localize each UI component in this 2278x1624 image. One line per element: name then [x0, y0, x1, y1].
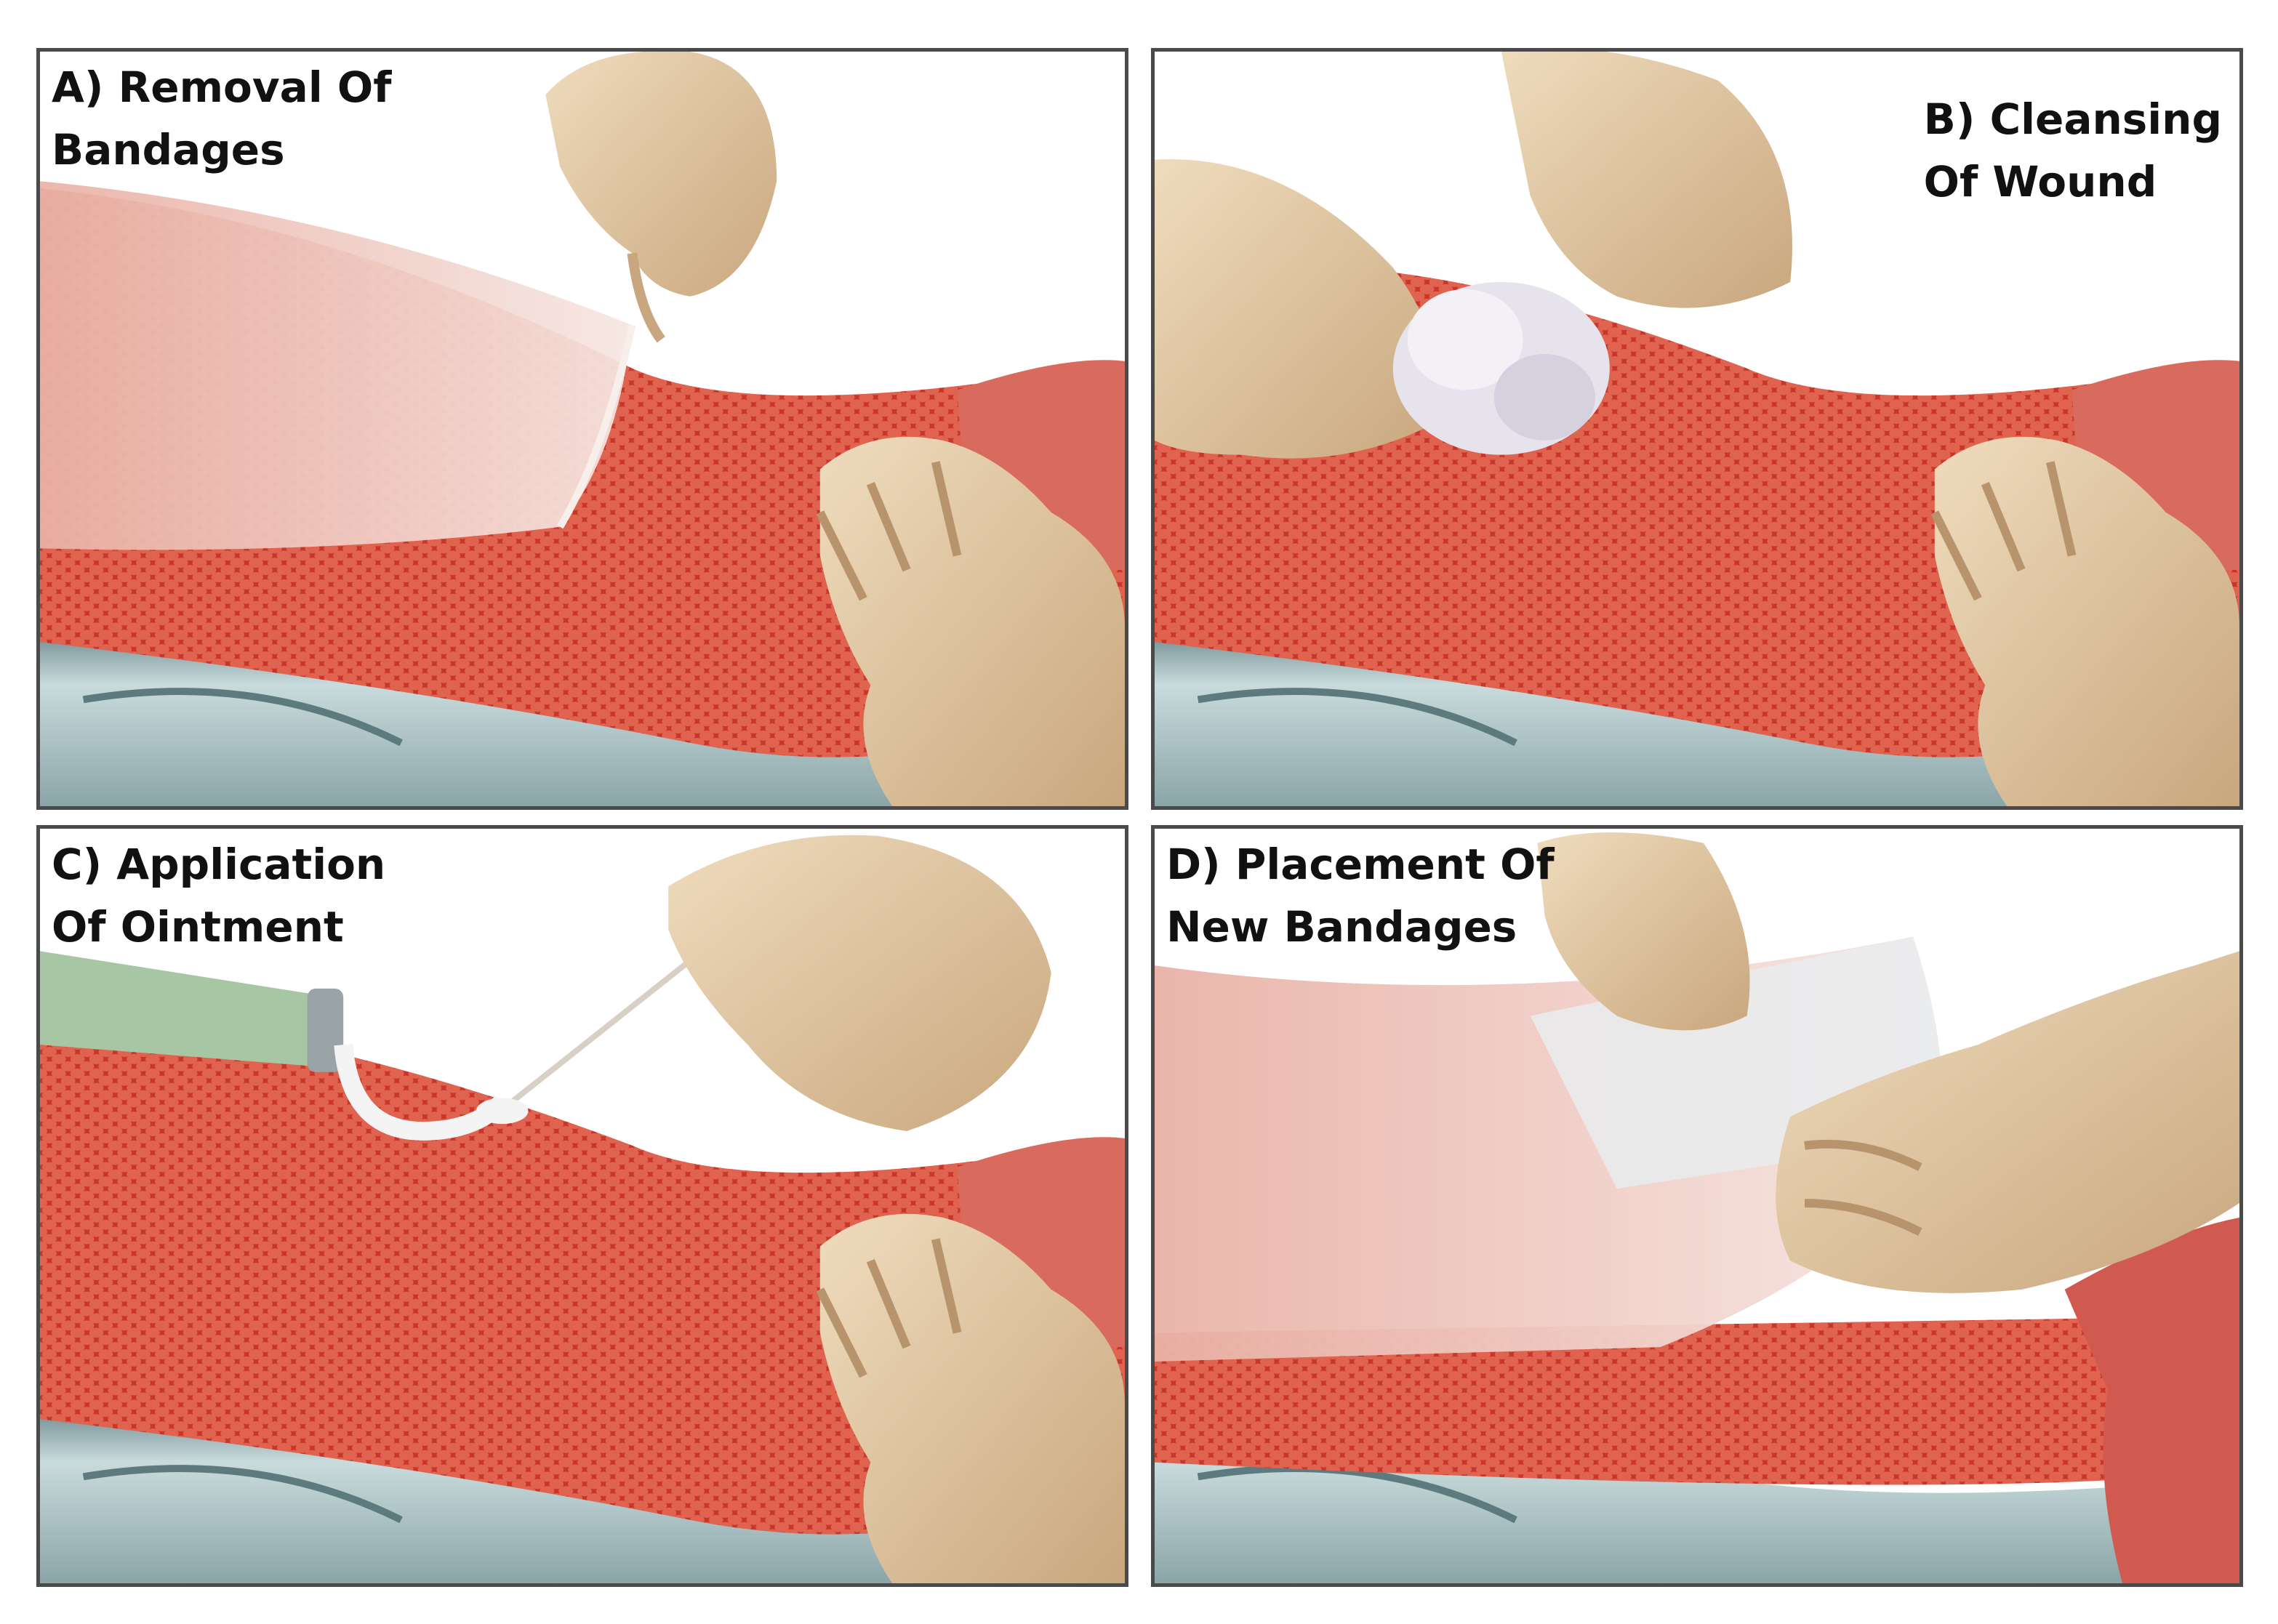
hand-icon	[816, 436, 1125, 806]
panel-application-of-ointment: C) Application Of Ointment	[36, 825, 1128, 1587]
ointment-tube-icon	[40, 951, 509, 1141]
caption-d-line1: D) Placement Of	[1166, 840, 1555, 889]
sheet-fold	[82, 1465, 403, 1524]
hand-icon	[545, 52, 777, 343]
panel-placement-of-new-bandages: D) Placement Of New Bandages	[1151, 825, 2243, 1587]
hand-icon	[1501, 52, 1792, 308]
hand-icon	[816, 1213, 1125, 1583]
panel-d-illustration	[1155, 832, 2239, 1583]
bandage-icon	[40, 181, 633, 550]
caption-c-line2: Of Ointment	[52, 902, 344, 952]
panel-c-illustration	[40, 835, 1125, 1583]
hand-icon	[1537, 832, 1750, 1031]
caption-c: C) Application Of Ointment	[52, 833, 385, 958]
hand-icon	[1155, 158, 1438, 459]
caption-a-line2: Bandages	[52, 125, 285, 174]
caption-b: B) Cleansing Of Wound	[1924, 88, 2222, 213]
panel-removal-of-bandages: A) Removal Of Bandages	[36, 48, 1128, 810]
caption-c-line1: C) Application	[52, 840, 386, 889]
hand-icon	[1930, 436, 2239, 806]
sheet-fold	[1197, 1465, 1517, 1524]
sheet-fold	[82, 688, 403, 747]
cotton-ball-icon	[1392, 281, 1610, 455]
caption-a-line1: A) Removal Of	[52, 63, 392, 112]
hand-icon	[1776, 951, 2239, 1293]
caption-a: A) Removal Of Bandages	[52, 56, 391, 181]
sheet-fold	[1197, 688, 1517, 747]
foot	[2064, 1217, 2239, 1583]
leg-wound	[1155, 1318, 2217, 1485]
panel-cleansing-of-wound: B) Cleansing Of Wound	[1151, 48, 2243, 810]
caption-b-line2: Of Wound	[1923, 157, 2157, 206]
bandage-edge	[556, 324, 636, 529]
hand-icon	[668, 835, 1051, 1131]
panel-b-illustration	[1155, 52, 2239, 806]
caption-d-line2: New Bandages	[1166, 902, 1517, 952]
caption-d: D) Placement Of New Bandages	[1166, 833, 1555, 958]
caption-b-line1: B) Cleansing	[1923, 95, 2222, 144]
panel-a-illustration	[40, 52, 1125, 806]
